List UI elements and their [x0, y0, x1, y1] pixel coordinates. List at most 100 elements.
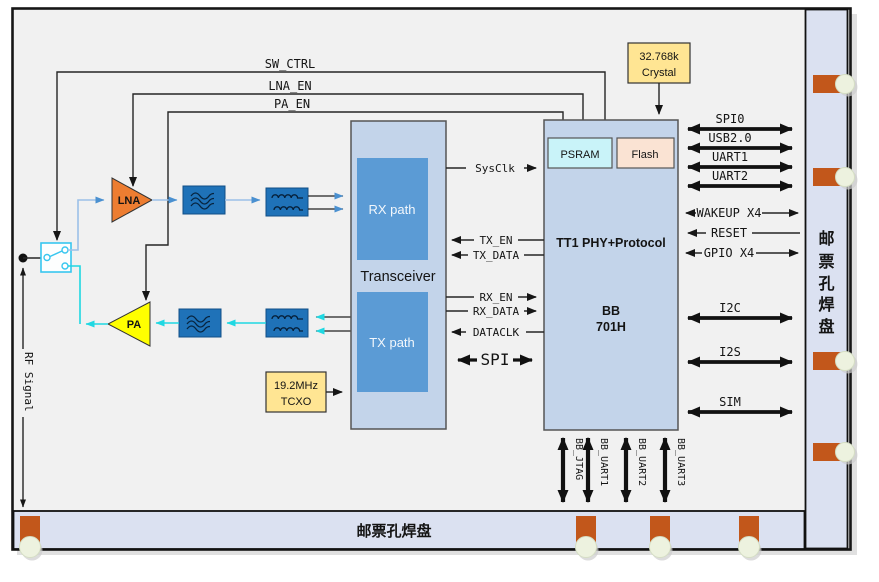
- tx-path-block: [357, 292, 428, 392]
- transceiver-label: Transceiver: [360, 269, 435, 285]
- lna-label: LNA: [118, 195, 141, 207]
- pad-right-3: [813, 351, 858, 374]
- tx-balun-icon: [265, 308, 309, 338]
- bb-name-line2: 701H: [596, 320, 626, 334]
- pad-hole: [835, 74, 855, 94]
- pad-right-1: [813, 74, 858, 97]
- pad-hole: [19, 536, 41, 558]
- crystal-block: 32.768k Crystal: [627, 42, 691, 115]
- pad-bottom-1: [19, 516, 43, 561]
- pad-hole: [649, 536, 671, 558]
- rail-char: 邮: [818, 229, 834, 248]
- crystal-body: [627, 42, 691, 84]
- rail-char: 孔: [818, 275, 834, 293]
- pad-hole: [738, 536, 760, 558]
- rx-en-label: RX_EN: [479, 291, 512, 304]
- switch-rx-terminal: [61, 246, 69, 254]
- bb-body: [543, 119, 679, 431]
- dataclk-label: DATACLK: [473, 326, 520, 339]
- tx-data-label: TX_DATA: [473, 249, 520, 262]
- reset-label: RESET: [711, 226, 747, 240]
- bottom-rail-strip: [12, 510, 806, 550]
- sim-label: SIM: [719, 395, 741, 409]
- bb-block: PSRAM Flash TT1 PHY+Protocol BB 701H: [543, 119, 679, 431]
- crystal-freq: 32.768k: [639, 51, 679, 63]
- tx-chain: PA: [68, 265, 351, 347]
- pa-en-wire: [142, 111, 564, 301]
- antenna-rf: RF Signal: [16, 253, 44, 508]
- rail-char: 票: [818, 253, 834, 271]
- bb-uart2-label: BB_UART2: [636, 438, 647, 486]
- bb-phy-label: TT1 PHY+Protocol: [556, 236, 665, 250]
- lna-amplifier: [111, 177, 154, 223]
- flash-block: [616, 137, 675, 169]
- pad-bottom-4: [738, 516, 762, 561]
- switch-common-terminal: [43, 253, 51, 262]
- mid-signals: SysClk TX_EN TX_DATA RX_EN RX_DATA DATAC…: [446, 161, 544, 369]
- rx-filter-icon: [182, 185, 226, 215]
- flash-label: Flash: [632, 149, 659, 161]
- psram-label: PSRAM: [560, 149, 599, 161]
- bottom-rail-label: 邮票孔焊盘: [356, 522, 431, 540]
- bb-name-line1: BB: [602, 304, 620, 318]
- rx-chain: LNA: [68, 177, 344, 251]
- rx-data-label: RX_DATA: [473, 305, 520, 318]
- rf-label-patch: [16, 349, 30, 417]
- wakeup-label: WAKEUP X4: [696, 206, 761, 220]
- tx-path-label: TX path: [369, 335, 415, 350]
- control-wires: SW_CTRL LNA_EN PA_EN: [53, 57, 606, 301]
- switch-to-lna-wire: [68, 196, 105, 251]
- tcxo-freq: 19.2MHz: [274, 380, 318, 392]
- rx-path-block: [357, 158, 428, 260]
- bb-jtag-label: BB_JTAG: [573, 438, 584, 480]
- rx-path-label: RX path: [369, 202, 416, 217]
- psram-block: [547, 137, 613, 169]
- pad-right-2: [813, 167, 858, 190]
- switch-pole: [49, 250, 63, 258]
- tx-en-label: TX_EN: [479, 234, 512, 247]
- pad-hole: [835, 442, 855, 462]
- lna-en-label: LNA_EN: [268, 79, 311, 93]
- tx-filter-icon: [178, 308, 222, 338]
- pad-hole: [835, 167, 855, 187]
- spi-label: SPI: [481, 350, 510, 369]
- tcxo-name: TCXO: [281, 396, 312, 408]
- lna-en-wire: [129, 93, 584, 187]
- spi0-label: SPI0: [716, 112, 745, 126]
- sw-ctrl-label: SW_CTRL: [265, 57, 316, 71]
- rf-switch-icon: [40, 242, 72, 273]
- pad-bottom-3: [649, 516, 673, 561]
- pa-amplifier: [106, 301, 151, 347]
- right-rail-signals: SPI0 USB2.0 UART1 UART2 WAKEUP X4 RESET …: [685, 112, 800, 418]
- pa-to-switch-wire: [68, 265, 81, 324]
- rx-balun-icon: [265, 187, 309, 217]
- crystal-name: Crystal: [642, 67, 676, 79]
- bottom-rail-signals: BB_JTAG BB_UART1 BB_UART2 BB_UART3: [557, 437, 686, 503]
- pad-hole: [575, 536, 597, 558]
- rail-char: 盘: [818, 317, 834, 336]
- rf-signal-label: RF Signal: [22, 352, 35, 412]
- uart2-label: UART2: [712, 169, 748, 183]
- usb-label: USB2.0: [708, 131, 751, 145]
- i2s-label: I2S: [719, 345, 741, 359]
- transceiver-block: RX path Transceiver TX path: [350, 120, 447, 430]
- tcxo-block: 19.2MHz TCXO: [265, 371, 343, 413]
- stamp-hole-pads: [19, 74, 858, 561]
- pad-right-4: [813, 442, 858, 465]
- gpio-label: GPIO X4: [704, 246, 755, 260]
- bb-uart1-label: BB_UART1: [598, 438, 609, 486]
- tcxo-body: [265, 371, 327, 413]
- switch-tx-terminal: [61, 262, 69, 270]
- uart1-label: UART1: [712, 150, 748, 164]
- bb-uart3-label: BB_UART3: [675, 438, 686, 486]
- i2c-label: I2C: [719, 301, 741, 315]
- right-rail-label: 邮 票 孔 焊 盘: [818, 229, 834, 336]
- sysclk-label: SysClk: [475, 162, 515, 175]
- pa-en-label: PA_EN: [274, 97, 310, 111]
- pad-bottom-2: [575, 516, 599, 561]
- rail-char: 焊: [818, 296, 834, 314]
- pa-label: PA: [127, 319, 142, 331]
- pad-hole: [835, 351, 855, 371]
